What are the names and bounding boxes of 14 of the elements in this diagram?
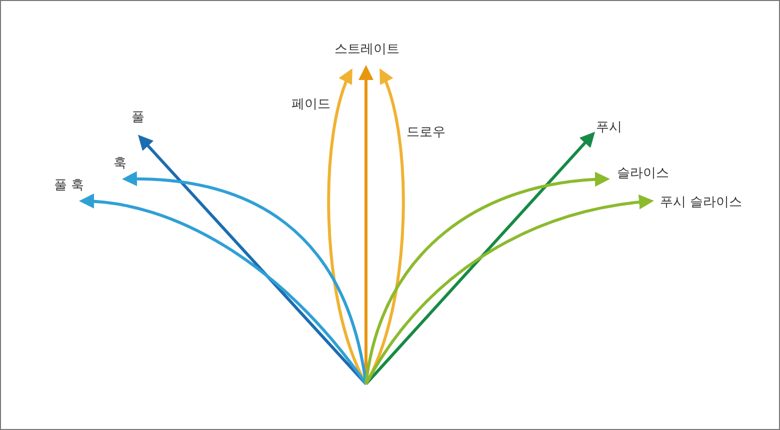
shot-label: 페이드 <box>292 95 330 113</box>
shot-label: 푸시 <box>596 118 622 136</box>
flight-arrow <box>364 194 654 385</box>
flight-arrow <box>138 134 368 386</box>
shot-label: 풀 훅 <box>54 176 84 194</box>
flight-arrow <box>364 132 596 385</box>
flight-arrow <box>364 172 610 384</box>
shot-label: 풀 <box>132 108 144 126</box>
shot-label: 훅 <box>114 154 126 172</box>
flight-arrow <box>79 194 368 385</box>
shot-label: 슬라이스 <box>617 164 669 182</box>
shot-label: 드로우 <box>406 123 446 141</box>
shot-label: 스트레이트 <box>334 40 400 58</box>
shot-label: 푸시 슬라이스 <box>660 193 742 211</box>
